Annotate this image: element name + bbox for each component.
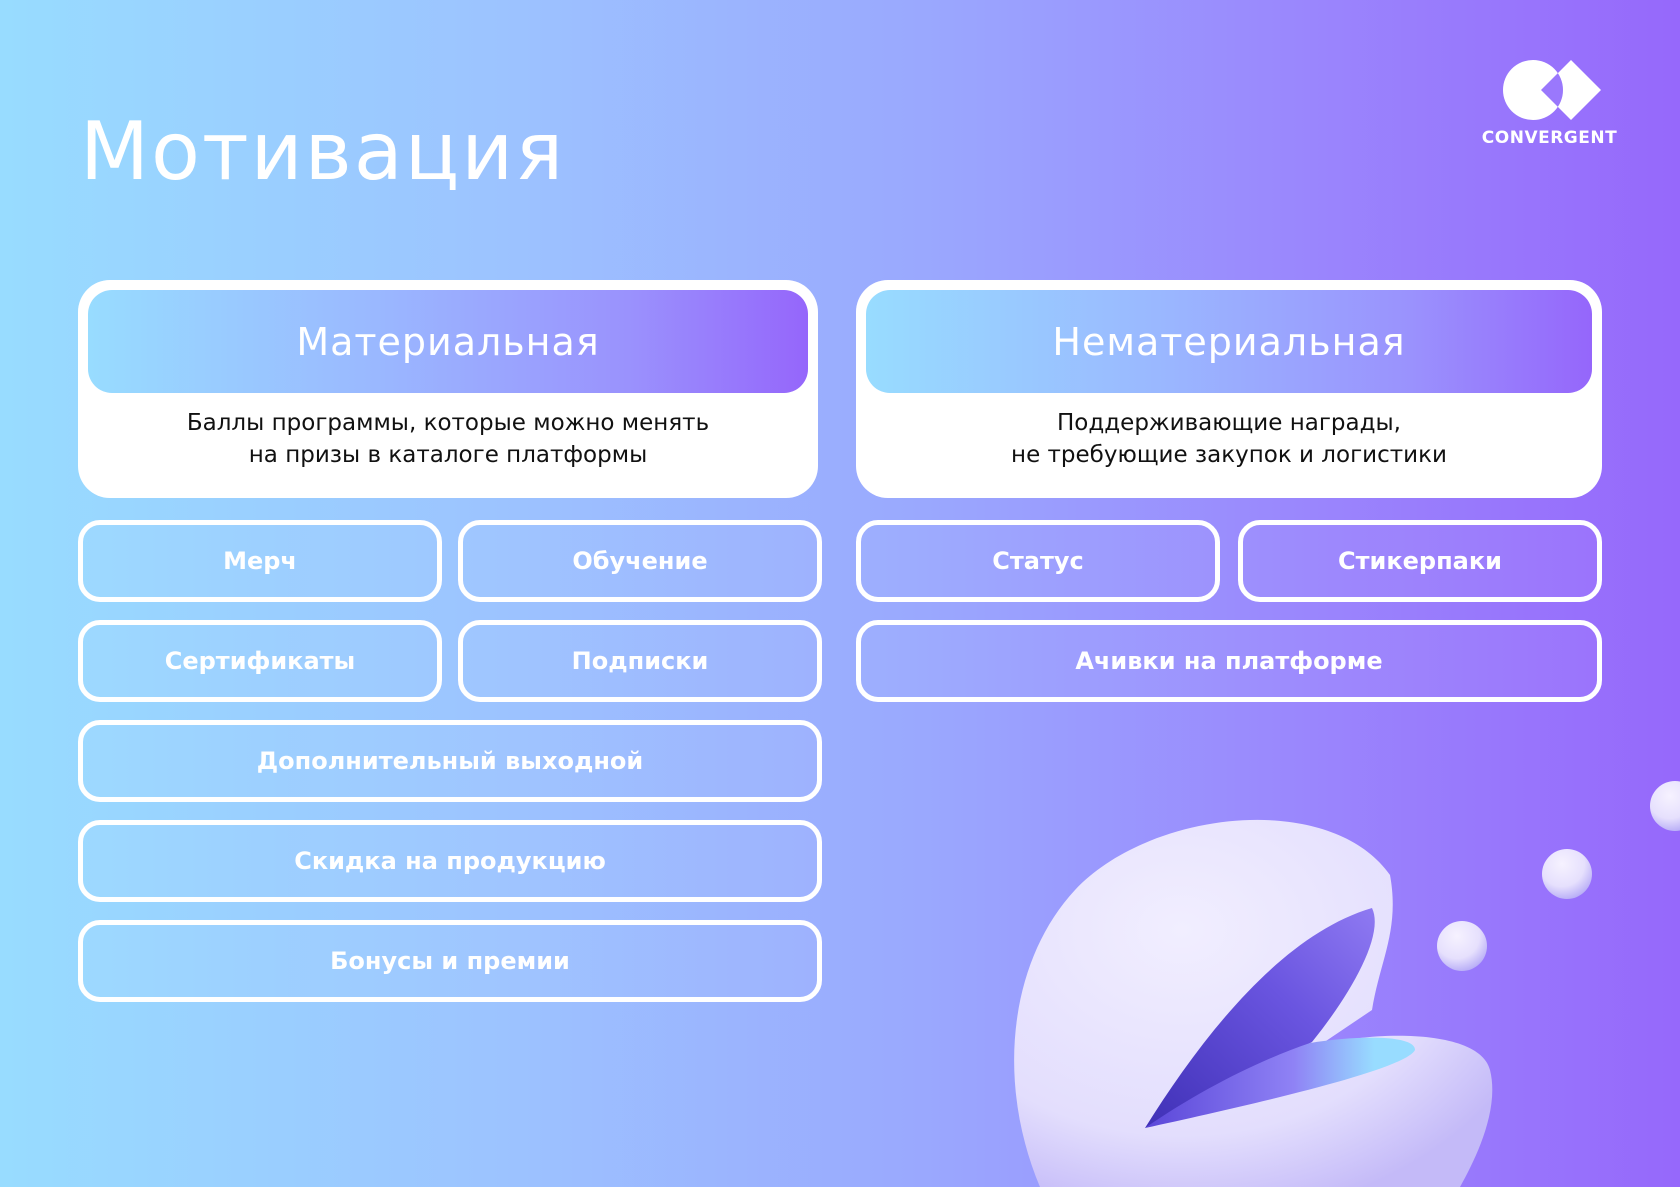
sphere-2 — [1542, 849, 1592, 899]
logo-text: CONVERGENT — [1481, 128, 1618, 148]
material-desc-line-2: на призы в каталоге платформы — [248, 442, 648, 468]
nonmaterial-card: Нематериальная Поддерживающие награды, н… — [856, 280, 1602, 498]
material-desc-line-1: Баллы программы, которые можно менять — [186, 410, 710, 436]
nonmaterial-desc-line-1: Поддерживающие награды, — [1057, 410, 1401, 436]
chip-education[interactable]: Обучение — [458, 520, 822, 602]
sphere-1 — [1437, 921, 1487, 971]
chip-bonuses[interactable]: Бонусы и премии — [78, 920, 822, 1002]
pacman-body-shape — [1014, 819, 1493, 1187]
convergent-logo-icon — [1503, 60, 1601, 120]
sphere-3 — [1650, 781, 1680, 831]
material-card-description: Баллы программы, которые можно менять на… — [88, 407, 808, 487]
chip-certificates[interactable]: Сертификаты — [78, 620, 442, 702]
nonmaterial-card-title: Нематериальная — [866, 290, 1592, 393]
chip-subscriptions[interactable]: Подписки — [458, 620, 822, 702]
chip-status[interactable]: Статус — [856, 520, 1220, 602]
chip-achievements[interactable]: Ачивки на платформе — [856, 620, 1602, 702]
chip-extra-day-off[interactable]: Дополнительный выходной — [78, 720, 822, 802]
nonmaterial-desc-line-2: не требующие закупок и логистики — [1011, 442, 1447, 468]
chip-merch[interactable]: Мерч — [78, 520, 442, 602]
chip-product-discount[interactable]: Скидка на продукцию — [78, 820, 822, 902]
material-card: Материальная Баллы программы, которые мо… — [78, 280, 818, 498]
material-card-title: Материальная — [88, 290, 808, 393]
page-title: Мотивация — [80, 105, 566, 198]
nonmaterial-card-description: Поддерживающие награды, не требующие зак… — [866, 407, 1592, 487]
chip-stickerpacks[interactable]: Стикерпаки — [1238, 520, 1602, 602]
